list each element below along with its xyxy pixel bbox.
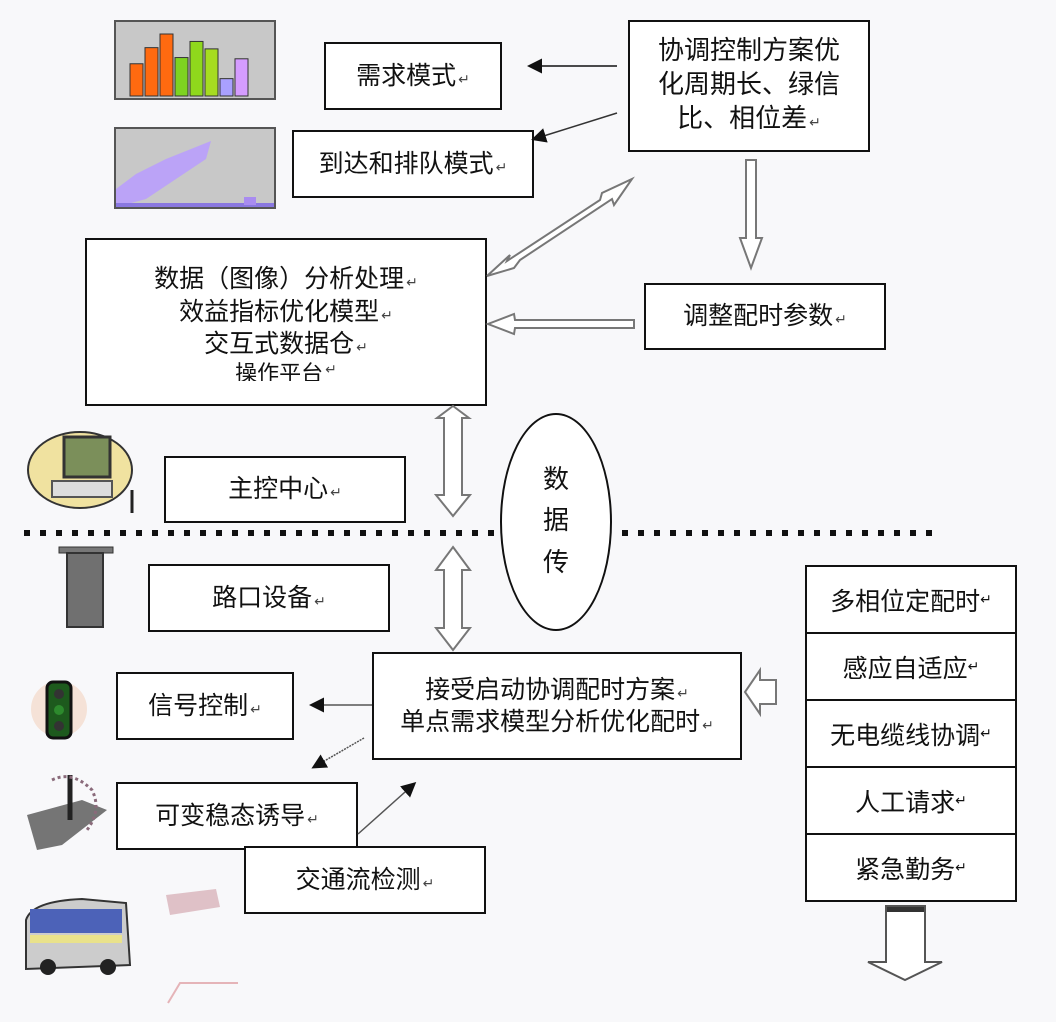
faint-decoration: [166, 889, 238, 1004]
coord-optimization-line-2: 化周期长、绿信: [657, 70, 840, 101]
signal-control-label: 信号控制: [148, 690, 249, 720]
thumb-bar: [189, 40, 204, 97]
local-optimization-box: 接受启动协调配时方案↵ 单点需求模型分析优化配时↵: [372, 652, 742, 760]
traffic-light-icon: [31, 680, 87, 740]
adjust-timing-box: 调整配时参数↵: [644, 283, 886, 350]
return-mark: ↵: [980, 725, 992, 742]
bus-icon: [25, 897, 132, 975]
hollow-arrow-from-modes: [743, 666, 777, 718]
return-mark: ↵: [422, 875, 435, 892]
bar-chart-thumbnail-svg: [129, 33, 249, 97]
intersection-equipment-box: 路口设备↵: [148, 564, 390, 632]
traffic-detection-label: 交通流检测: [295, 864, 421, 894]
thumb-bar: [219, 78, 234, 97]
data-analysis-line-4: 操作平台: [235, 361, 324, 381]
arrow-from-traffic-detection: [357, 782, 417, 835]
arrow-to-arrival-queue: [531, 112, 618, 143]
control-mode-label: 人工请求: [855, 787, 956, 817]
return-mark: ↵: [325, 361, 337, 378]
thumb-bar: [159, 33, 174, 97]
return-mark: ↵: [702, 718, 714, 734]
return-mark: ↵: [381, 307, 393, 324]
thumb-bar: [144, 47, 159, 97]
double-arrow-vertical-top: [433, 404, 473, 518]
return-mark: ↵: [955, 792, 967, 809]
area-chart-svg: [116, 141, 274, 207]
return-mark: ↵: [809, 114, 821, 131]
control-mode-item: 感应自适应↵: [807, 634, 1015, 701]
local-optimization-line-2: 单点需求模型分析优化配时: [400, 707, 701, 736]
return-mark: ↵: [677, 685, 689, 702]
control-mode-item: 人工请求↵: [807, 768, 1015, 835]
traffic-detection-box: 交通流检测↵: [244, 846, 486, 914]
area-blip: [244, 197, 256, 205]
variable-guidance-label: 可变稳态诱导: [155, 800, 306, 830]
control-mode-label: 无电缆线协调: [830, 720, 981, 750]
intersection-equipment-label: 路口设备: [212, 582, 313, 612]
adjust-timing-label: 调整配时参数: [683, 301, 834, 331]
data-analysis-line-2: 效益指标优化模型: [179, 296, 380, 326]
arrow-to-variable-guidance: [311, 737, 365, 769]
computer-globe-icon: [27, 431, 134, 513]
return-mark: ↵: [458, 71, 470, 88]
control-modes-list: 多相位定配时↵ 感应自适应↵ 无电缆线协调↵ 人工请求↵ 紧急勤务↵: [805, 565, 1017, 902]
hollow-arrow-down: [738, 159, 764, 271]
arrival-queue-mode-label: 到达和排队模式: [318, 148, 494, 178]
return-mark: ↵: [356, 340, 368, 357]
arrival-queue-mode-box: 到达和排队模式↵: [292, 130, 534, 198]
area-chart-thumbnail: [114, 127, 276, 209]
area-shape: [116, 141, 211, 207]
data-analysis-line-3: 交互式数据仓: [204, 329, 355, 359]
control-center-box: 主控中心↵: [164, 456, 406, 523]
variable-guidance-box: 可变稳态诱导↵: [116, 782, 358, 850]
return-mark: ↵: [307, 811, 319, 828]
return-mark: ↵: [967, 658, 980, 675]
coord-optimization-line-3: 比、相位差: [677, 103, 808, 134]
return-mark: ↵: [835, 312, 847, 329]
data-transfer-char: 数: [542, 464, 569, 495]
signal-control-box: 信号控制↵: [116, 672, 294, 740]
demand-mode-label: 需求模式: [356, 60, 457, 90]
data-analysis-box: 数据（图像）分析处理↵ 效益指标优化模型↵ 交互式数据仓↵ 操作平台↵: [85, 238, 487, 406]
return-mark: ↵: [330, 485, 342, 502]
area-base: [116, 203, 274, 207]
local-optimization-line-1: 接受启动协调配时方案: [425, 674, 676, 704]
signal-cabinet-icon: [58, 546, 114, 628]
control-center-label: 主控中心: [228, 474, 329, 504]
control-mode-label: 多相位定配时: [830, 586, 981, 616]
data-analysis-line-1: 数据（图像）分析处理: [154, 264, 405, 294]
data-transfer-char: 传: [542, 547, 569, 578]
data-transfer-char: 据: [542, 506, 569, 537]
hollow-arrow-output-down: [867, 905, 943, 982]
double-arrow-vertical-bottom: [433, 545, 473, 652]
bar-chart-thumbnail: [114, 20, 276, 100]
return-mark: ↵: [406, 275, 418, 292]
demand-mode-box: 需求模式↵: [324, 42, 502, 110]
control-mode-label: 紧急勤务: [855, 854, 956, 884]
thumb-bar: [234, 58, 249, 97]
control-mode-label: 感应自适应: [842, 653, 968, 683]
return-mark: ↵: [250, 701, 262, 718]
control-mode-item: 多相位定配时↵: [807, 567, 1015, 634]
control-mode-item: 无电缆线协调↵: [807, 701, 1015, 768]
thumb-bar: [129, 63, 144, 97]
return-mark: ↵: [495, 159, 508, 176]
return-mark: ↵: [314, 593, 326, 610]
data-transfer-node: 数 据 传: [500, 413, 612, 631]
thumb-bar: [174, 57, 189, 97]
thumb-bar: [204, 48, 219, 97]
hollow-arrow-left: [485, 312, 635, 336]
control-mode-item: 紧急勤务↵: [807, 835, 1015, 900]
coord-optimization-line-1: 协调控制方案优: [657, 36, 840, 67]
coord-optimization-box: 协调控制方案优 化周期长、绿信 比、相位差↵: [628, 20, 870, 152]
return-mark: ↵: [980, 591, 992, 608]
return-mark: ↵: [955, 859, 967, 876]
road-junction-icon: [27, 775, 107, 850]
